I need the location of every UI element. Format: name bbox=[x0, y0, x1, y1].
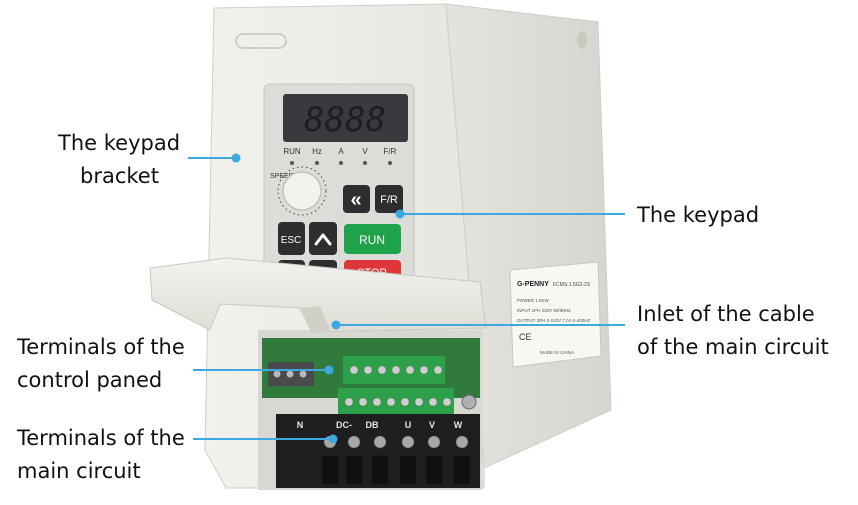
nameplate: G-PENNY FCMS-1.5G2-2S POWER 1.5KW INPUT … bbox=[509, 261, 602, 368]
main-terminal-label-w: W bbox=[454, 420, 463, 430]
terminal-cover bbox=[149, 257, 487, 333]
nameplate-input: INPUT 1PH 220V 50/60HZ bbox=[517, 308, 571, 313]
up-key[interactable] bbox=[309, 222, 337, 255]
vent-slot bbox=[235, 33, 287, 49]
main-terminal-label-u: U bbox=[405, 420, 412, 430]
esc-key[interactable] bbox=[278, 222, 305, 255]
led-display bbox=[283, 94, 408, 142]
callout-keypad: The keypad bbox=[637, 199, 759, 232]
callout-keypad-bracket-line1: The keypad bbox=[58, 131, 181, 155]
display-digits: 8888 bbox=[304, 100, 386, 140]
callout-main-terminals: Terminals of the main circuit bbox=[17, 422, 185, 488]
callout-keypad-line1: The keypad bbox=[637, 203, 760, 227]
main-terminal-slots bbox=[322, 456, 470, 484]
leader-dot-keypad bbox=[395, 209, 405, 219]
indicator-fr: F/R bbox=[384, 147, 397, 156]
callout-keypad-bracket: The keypad bracket bbox=[58, 127, 180, 193]
leader-dot-keypad-bracket bbox=[231, 153, 241, 163]
indicator-hz: Hz bbox=[312, 147, 322, 156]
nameplate-ce: CE bbox=[519, 332, 532, 342]
main-terminal-screws bbox=[323, 435, 469, 449]
callout-main-terminals-line2: main circuit bbox=[17, 459, 141, 483]
indicator-v: V bbox=[362, 147, 368, 156]
speed-knob-dial bbox=[277, 166, 327, 216]
leader-dot-main-terminals bbox=[328, 434, 338, 444]
nameplate-origin: MADE IN CHINA bbox=[540, 350, 574, 355]
callout-inlet-cable: Inlet of the cable of the main circuit bbox=[637, 298, 829, 364]
main-terminal-labels: N DC- DB U V W bbox=[297, 420, 463, 430]
main-terminal-label-n: N bbox=[297, 420, 304, 430]
indicator-a: A bbox=[338, 147, 344, 156]
leader-lines bbox=[188, 153, 625, 444]
callout-control-terminals-line2: control paned bbox=[17, 368, 163, 392]
indicator-row: RUN Hz A V F/R bbox=[283, 147, 396, 156]
callout-main-terminals-line1: Terminals of the bbox=[17, 426, 185, 450]
cover-cable-inlet bbox=[300, 306, 330, 332]
callout-control-terminals: Terminals of the control paned bbox=[17, 331, 185, 397]
ground-screw bbox=[461, 394, 477, 410]
leader-dot-control-terminals bbox=[324, 365, 334, 375]
speed-label: SPEED bbox=[270, 173, 294, 180]
rewind-key-label: « bbox=[350, 189, 361, 211]
indicator-leds bbox=[290, 161, 392, 165]
fr-key-label: F/R bbox=[380, 194, 398, 206]
fr-key[interactable] bbox=[375, 185, 403, 213]
run-key[interactable] bbox=[344, 224, 401, 254]
callout-inlet-cable-line1: Inlet of the cable bbox=[637, 302, 815, 326]
callout-keypad-bracket-line2: bracket bbox=[80, 164, 159, 188]
control-terminal-screws bbox=[344, 365, 452, 407]
indicator-run: RUN bbox=[283, 147, 301, 156]
nameplate-brand: G-PENNY bbox=[517, 281, 549, 288]
nameplate-power: POWER 1.5KW bbox=[517, 298, 550, 303]
up-arrow-icon bbox=[314, 233, 332, 246]
callout-inlet-cable-line2: of the main circuit bbox=[637, 335, 829, 359]
main-terminal-label-db: DB bbox=[366, 420, 379, 430]
leader-dot-inlet-cable bbox=[331, 320, 341, 330]
callout-control-terminals-line1: Terminals of the bbox=[17, 335, 185, 359]
nameplate-model: FCMS-1.5G2-2S bbox=[553, 282, 591, 288]
mounting-hole bbox=[577, 31, 587, 49]
control-terminal-screws-left bbox=[273, 370, 307, 378]
run-key-label: RUN bbox=[359, 233, 385, 247]
speed-knob[interactable] bbox=[282, 171, 322, 211]
main-terminal-label-dcminus: DC- bbox=[336, 420, 352, 430]
nameplate-output: OUTPUT 3PH 0-220V 7.0A 0-400HZ bbox=[517, 318, 590, 323]
rewind-key[interactable] bbox=[343, 185, 370, 213]
main-terminal-label-v: V bbox=[429, 420, 435, 430]
esc-key-label: ESC bbox=[281, 235, 302, 246]
